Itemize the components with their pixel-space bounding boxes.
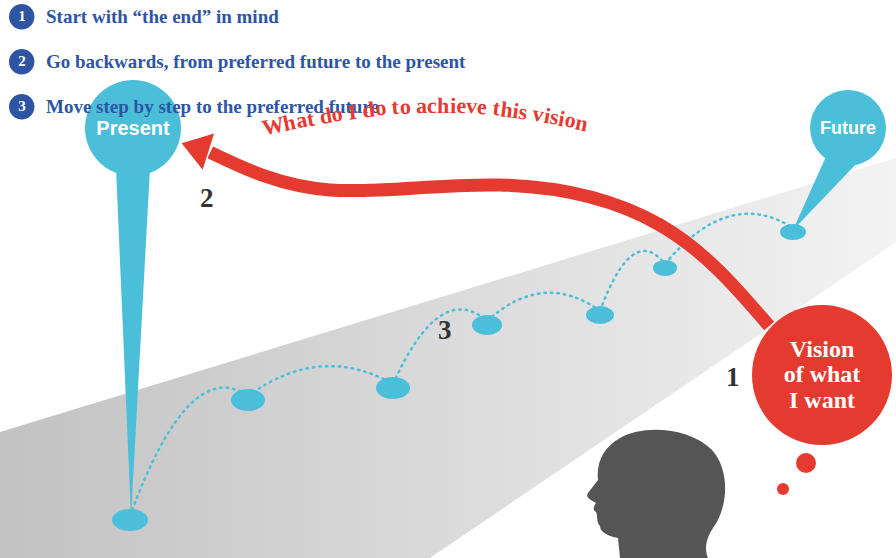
node-label: 3 xyxy=(18,99,26,115)
node-circle xyxy=(810,90,886,166)
dotted-hop xyxy=(487,293,600,321)
arrow-shaft xyxy=(210,152,769,326)
node-label: Future xyxy=(820,119,876,138)
road-band xyxy=(0,158,896,558)
thought-bubble xyxy=(796,453,816,473)
callout-number: 2 xyxy=(200,186,214,210)
node-label: 2 xyxy=(18,54,26,70)
stepping-stone xyxy=(231,389,265,411)
step-text: Start with “the end” in mind xyxy=(46,5,279,29)
dotted-hop xyxy=(130,388,248,516)
stepping-stone xyxy=(112,509,148,531)
dotted-hop xyxy=(393,309,487,384)
step-number: 1 xyxy=(9,4,34,29)
node-circle xyxy=(9,94,34,119)
node-label: Vision of what I want xyxy=(779,337,865,413)
node-circle xyxy=(752,305,892,445)
node-circle xyxy=(9,49,34,74)
stepping-stone xyxy=(472,315,502,335)
head-silhouette xyxy=(587,430,725,558)
present-pin: Present xyxy=(85,80,181,176)
vision-circle: Vision of what I want xyxy=(752,305,892,445)
node-circle xyxy=(9,4,34,29)
arrow-head xyxy=(182,134,214,170)
callout-number: 1 xyxy=(726,365,740,389)
node-circle xyxy=(85,80,181,176)
stepping-stone xyxy=(653,260,677,276)
step-number: 2 xyxy=(9,49,34,74)
dotted-hop xyxy=(600,251,665,311)
dotted-hop xyxy=(248,366,393,396)
step-number: 3 xyxy=(9,94,34,119)
future-pin: Future xyxy=(810,90,886,166)
pin-pointer xyxy=(116,168,150,518)
node-label: Present xyxy=(96,118,169,139)
stepping-stone xyxy=(586,306,614,324)
curved-arrow xyxy=(182,119,770,327)
stepping-stone xyxy=(376,377,410,399)
step-text: Go backwards, from preferred future to t… xyxy=(46,50,465,74)
callout-number: 3 xyxy=(438,318,452,342)
node-label: 1 xyxy=(18,9,26,25)
thought-bubble xyxy=(777,483,789,495)
stepping-stone xyxy=(780,224,806,240)
